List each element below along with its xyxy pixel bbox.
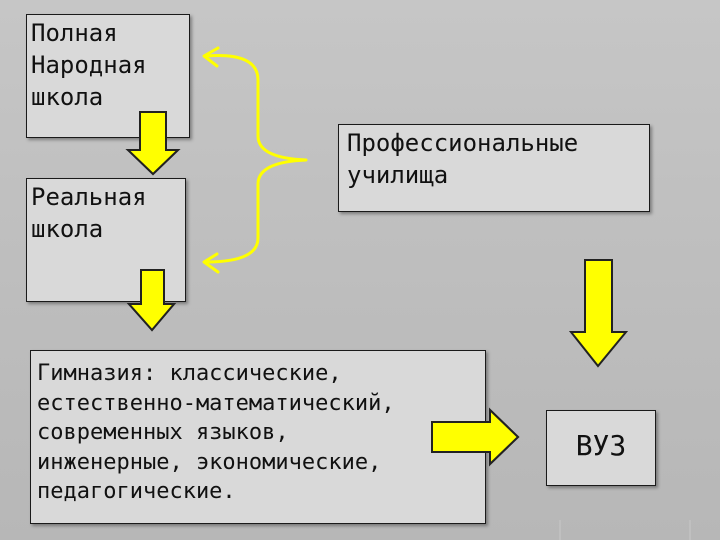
down-arrow-2-overlay (126, 269, 177, 332)
down-arrow-3 (568, 259, 629, 368)
down-arrow-1-overlay (125, 111, 181, 176)
right-arrow-overlay (431, 407, 520, 467)
university-box: ВУЗ (546, 410, 656, 486)
gymnasium-box: Гимназия: классические, естественно-мате… (30, 350, 486, 524)
curly-brace-connector (202, 46, 308, 274)
professional-schools-box: Профессиональные училища (338, 124, 650, 212)
